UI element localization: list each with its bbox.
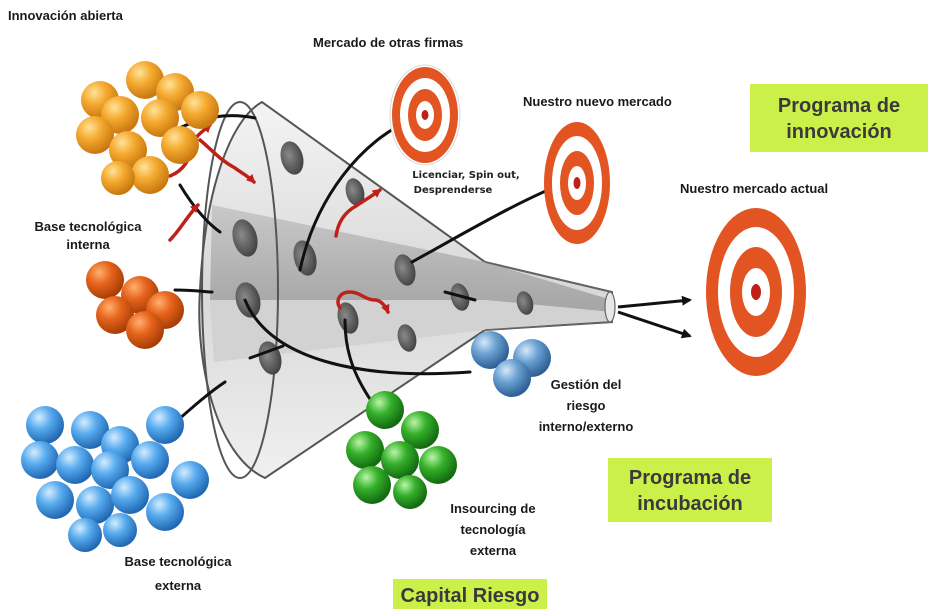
box-capital-riesgo: Capital Riesgo — [393, 579, 547, 609]
base-externa-label-line1: Base tecnológica — [125, 554, 233, 569]
insourcing-label-line2: tecnología — [460, 522, 526, 537]
insourcing-label-line1: Insourcing de — [450, 501, 535, 516]
dark-orange-ball-cluster — [86, 261, 184, 349]
gestion-label-line2: riesgo — [566, 398, 605, 413]
hole — [235, 282, 261, 318]
hole — [337, 302, 359, 334]
hole — [232, 219, 258, 257]
gestion-label-line1: Gestión del — [551, 377, 622, 392]
base-externa-label-line2: externa — [155, 578, 202, 593]
target-nuevo-mercado — [544, 122, 610, 244]
hole — [516, 291, 534, 315]
target-otras-firmas — [389, 64, 461, 166]
nuestro-mercado-actual-label: Nuestro mercado actual — [680, 181, 828, 196]
box-programa-incubacion: Programa de incubación — [608, 458, 772, 522]
green-ball-cluster — [346, 391, 457, 509]
licenciar-label-line1: Licenciar, Spin out, — [412, 170, 519, 181]
nuestro-nuevo-mercado-label: Nuestro nuevo mercado — [523, 94, 672, 109]
capital-riesgo-label: Capital Riesgo — [401, 585, 540, 607]
orange-ball-cluster — [76, 61, 219, 195]
innovacion-abierta-label: Innovación abierta — [8, 8, 124, 23]
mercado-otras-firmas-label: Mercado de otras firmas — [313, 35, 463, 50]
hole — [397, 324, 417, 352]
programa-innovacion-line1: Programa de — [778, 95, 900, 117]
programa-incubacion-line1: Programa de — [629, 467, 751, 489]
output-arrows — [617, 295, 692, 339]
hole — [394, 254, 416, 286]
base-interna-label-line2: interna — [66, 237, 110, 252]
box-programa-innovacion: Programa de innovación — [750, 84, 928, 152]
hole — [280, 141, 304, 175]
steel-blue-ball-cluster — [471, 331, 551, 397]
funnel-holes — [232, 141, 534, 375]
hole — [345, 178, 365, 206]
licenciar-label-line2: Desprenderse — [414, 185, 493, 196]
programa-innovacion-line2: innovación — [786, 121, 892, 143]
blue-ball-cluster — [21, 406, 209, 552]
gestion-label-line3: interno/externo — [539, 419, 634, 434]
target-mercado-actual — [706, 208, 806, 376]
insourcing-label-line3: externa — [470, 543, 517, 558]
programa-incubacion-line2: incubación — [637, 493, 743, 515]
base-interna-label-line1: Base tecnológica — [35, 219, 143, 234]
